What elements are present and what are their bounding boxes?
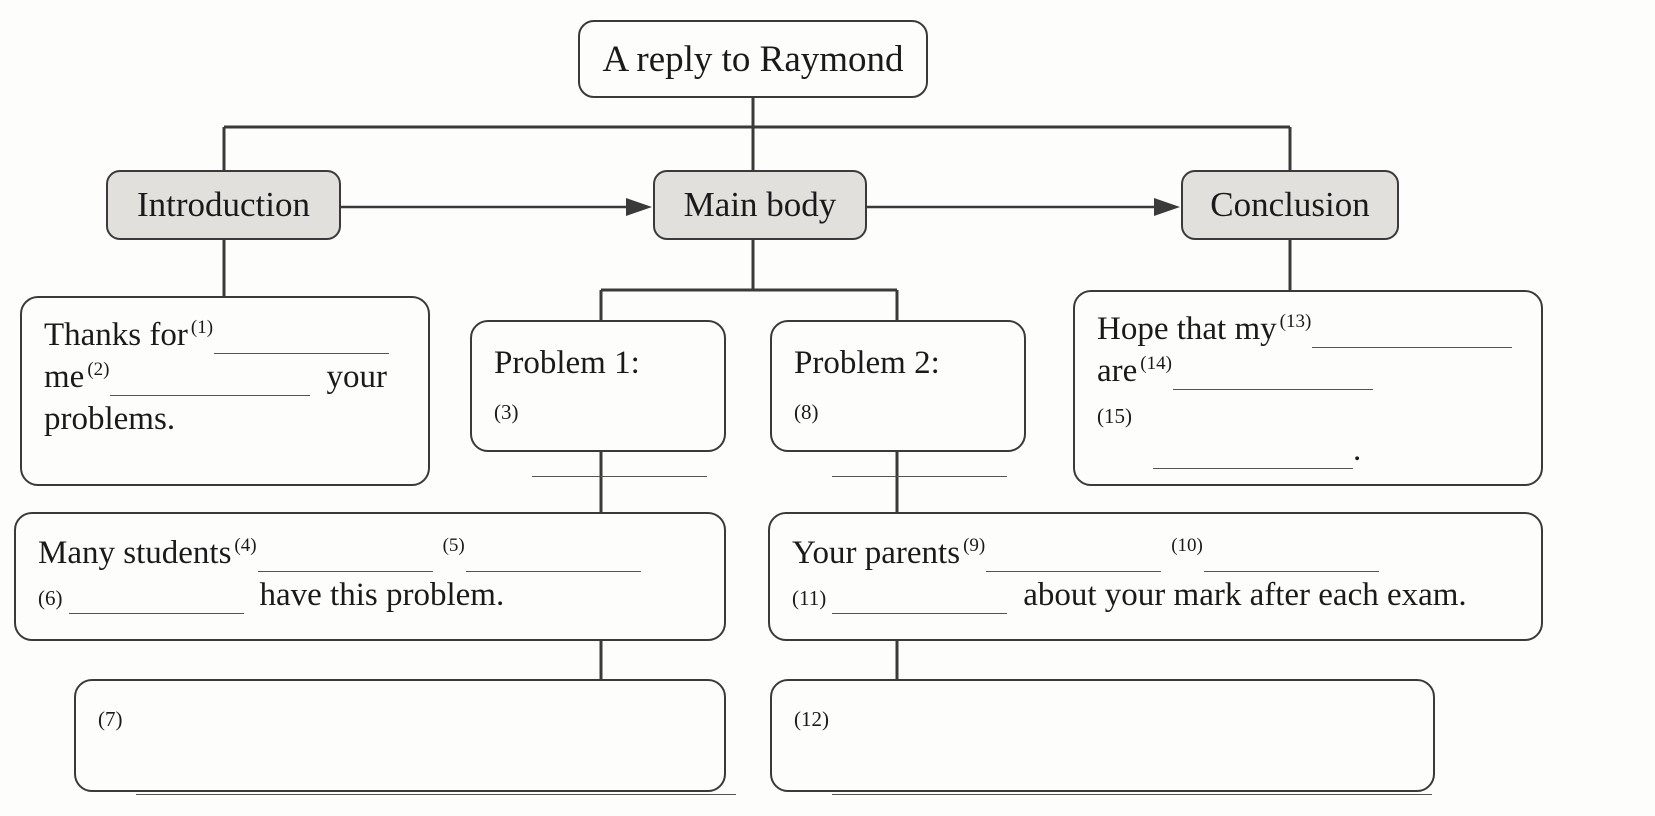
blank-field-11[interactable] (832, 579, 1008, 615)
blank-number-8: (8) (794, 400, 819, 425)
blank-field-1[interactable] (214, 319, 390, 355)
blank-7-number-line: (7) (98, 695, 704, 737)
blank-number-10: (10) (1171, 535, 1203, 556)
blank-number-4: (4) (234, 535, 257, 556)
node-main-body-label: Main body (683, 185, 837, 224)
blank-number-6: (6) (38, 586, 63, 611)
conclusion-text-are: are (1097, 353, 1138, 390)
your-parents-line-1: Your parents(9) (10) (792, 532, 1521, 574)
blank-number-5: (5) (442, 535, 465, 556)
box-problem-2[interactable]: Problem 2: (8) (770, 320, 1026, 477)
blank-field-9[interactable] (986, 537, 1162, 573)
blank-number-11: (11) (792, 586, 827, 611)
problem1-heading: Problem 1: (494, 345, 640, 381)
blank-12-line (794, 755, 1432, 797)
intro-line-2: me(2) your (44, 356, 408, 398)
blank-12-number-line: (12) (794, 695, 1413, 737)
conclusion-text-period: . (1353, 431, 1362, 468)
node-title[interactable]: A reply to Raymond (578, 20, 928, 98)
problem2-number-line: (8) (794, 388, 1004, 430)
blank-field-13[interactable] (1312, 313, 1513, 349)
problem1-number-line: (3) (494, 388, 704, 430)
intro-text-me: me (44, 359, 85, 396)
intro-line-1: Thanks for(1) (44, 314, 408, 356)
blank-number-9: (9) (963, 535, 986, 556)
blank-field-4[interactable] (257, 537, 433, 573)
problem2-blank-line (794, 436, 1007, 478)
many-students-line-1: Many students(4) (5) (38, 532, 704, 574)
blank-field-2[interactable] (110, 361, 311, 397)
blank-number-2: (2) (87, 359, 110, 381)
conclusion-text-hope-that-my: Hope that my (1097, 311, 1277, 347)
box-blank-12[interactable]: (12) (770, 679, 1435, 796)
conclusion-line-3-blank: . (1097, 429, 1521, 471)
blank-number-1: (1) (190, 317, 214, 338)
box-your-parents[interactable]: Your parents(9) (10) (11) about your mark … (768, 512, 1543, 641)
intro-text-thanks-for: Thanks for (44, 317, 188, 353)
blank-number-7: (7) (98, 707, 123, 731)
node-introduction[interactable]: Introduction (106, 170, 341, 240)
arrow-main-body-to-conclusion (867, 198, 1180, 216)
box-introduction-detail[interactable]: Thanks for(1) me(2) your problems. (20, 296, 430, 486)
blank-field-14[interactable] (1172, 355, 1373, 391)
conclusion-line-1: Hope that my(13) (1097, 308, 1521, 350)
node-introduction-label: Introduction (136, 185, 311, 224)
box-many-students[interactable]: Many students(4) (5) (6) have this problem… (14, 512, 726, 641)
blank-field-10[interactable] (1203, 537, 1379, 573)
blank-field-12[interactable] (832, 760, 1432, 796)
intro-text-problems: problems. (44, 401, 176, 438)
blank-field-15[interactable] (1153, 433, 1353, 469)
node-conclusion-label: Conclusion (1210, 185, 1370, 224)
blank-field-6[interactable] (68, 579, 244, 615)
arrow-introduction-to-main-body (341, 198, 652, 216)
conclusion-line-2: are(14) (1097, 350, 1521, 392)
blank-number-3: (3) (494, 400, 519, 425)
box-conclusion-detail[interactable]: Hope that my(13) are(14) (15) . (1073, 290, 1543, 486)
your-parents-text-tail: about your mark after each exam. (1023, 577, 1467, 614)
conclusion-line-3: (15) (1097, 392, 1521, 434)
many-students-text-tail: have this problem. (259, 577, 505, 614)
box-blank-7[interactable]: (7) (74, 679, 736, 796)
blank-number-12: (12) (794, 707, 829, 731)
blank-number-13: (13) (1279, 311, 1312, 332)
your-parents-text-lead: Your parents (792, 535, 961, 571)
blank-field-7[interactable] (136, 760, 736, 796)
node-conclusion[interactable]: Conclusion (1181, 170, 1399, 240)
node-main-body[interactable]: Main body (653, 170, 867, 240)
your-parents-line-2: (11) about your mark after each exam. (792, 574, 1521, 616)
many-students-text-lead: Many students (38, 535, 232, 571)
problem1-blank-line (494, 436, 707, 478)
box-problem-1[interactable]: Problem 1: (3) (470, 320, 726, 477)
intro-text-your: your (326, 359, 387, 396)
blank-field-8[interactable] (832, 441, 1007, 477)
blank-field-5[interactable] (465, 537, 641, 573)
blank-field-3[interactable] (532, 441, 707, 477)
problem2-heading: Problem 2: (794, 345, 940, 381)
blank-7-line (98, 755, 736, 797)
blank-number-15: (15) (1097, 404, 1132, 429)
many-students-line-2: (6) have this problem. (38, 574, 704, 616)
blank-number-14: (14) (1140, 353, 1172, 375)
intro-line-3: problems. (44, 398, 408, 440)
node-title-label: A reply to Raymond (602, 38, 904, 80)
